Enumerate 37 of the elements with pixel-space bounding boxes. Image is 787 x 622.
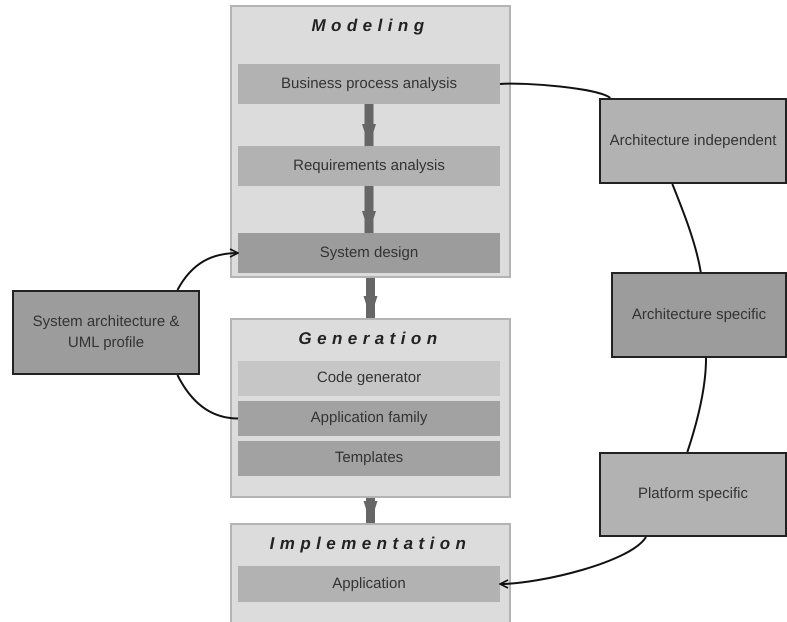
note-box bbox=[599, 98, 787, 184]
box-label: Architecture independent bbox=[608, 130, 778, 151]
box-label: Business process analysis bbox=[280, 74, 458, 94]
connector-line bbox=[500, 82, 611, 99]
connector-line bbox=[671, 184, 702, 272]
box-label: System architecture & UML profile bbox=[32, 312, 180, 352]
box-label: Templates bbox=[334, 448, 404, 468]
process-box bbox=[238, 401, 500, 436]
process-box bbox=[238, 146, 500, 186]
stage-title: Implementation bbox=[268, 533, 472, 555]
stage-panel bbox=[230, 318, 511, 498]
box-label: Requirements analysis bbox=[292, 156, 446, 176]
arrow bbox=[364, 498, 378, 523]
stage-title: Generation bbox=[297, 328, 444, 350]
note-box bbox=[599, 452, 787, 537]
stage-panel bbox=[230, 5, 511, 278]
box-label: Application bbox=[331, 574, 407, 594]
process-box bbox=[238, 566, 500, 602]
connector-line bbox=[686, 358, 708, 452]
box-label: Architecture specific bbox=[630, 304, 768, 325]
note-box bbox=[611, 272, 787, 358]
process-box bbox=[238, 233, 500, 273]
process-box bbox=[238, 441, 500, 476]
box-label: System design bbox=[318, 242, 420, 263]
process-box bbox=[238, 64, 500, 104]
arrow bbox=[499, 536, 647, 588]
box-label: Platform specific bbox=[636, 484, 750, 504]
arrow bbox=[362, 186, 376, 233]
arrow bbox=[362, 104, 376, 146]
note-box bbox=[12, 290, 200, 375]
stage-panel bbox=[230, 523, 511, 622]
stage-title: Modeling bbox=[310, 15, 431, 37]
connector-line bbox=[176, 374, 238, 420]
arrow bbox=[176, 248, 239, 290]
box-label: Application family bbox=[310, 408, 428, 428]
arrow bbox=[364, 278, 378, 318]
box-label: Code generator bbox=[316, 368, 422, 388]
